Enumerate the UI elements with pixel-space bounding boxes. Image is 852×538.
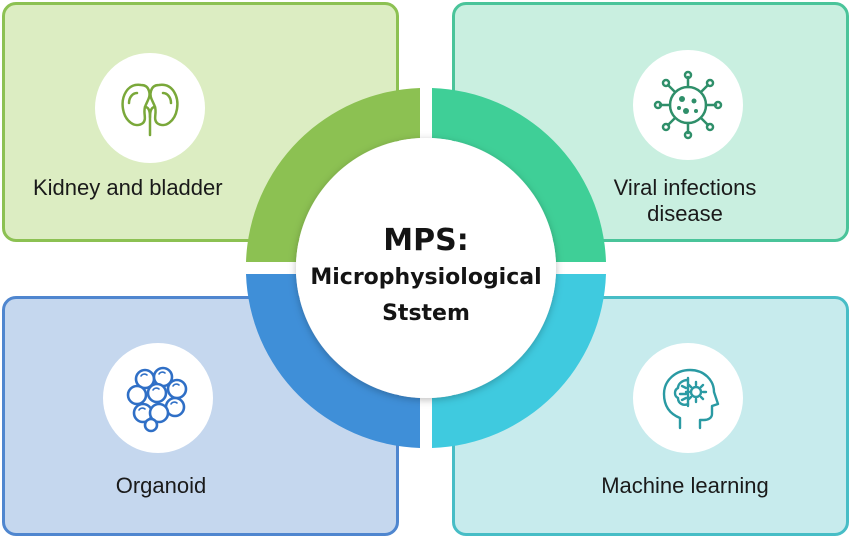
viral-infections-label: Viral infections disease <box>575 175 795 227</box>
ring-segment-blue <box>246 274 420 448</box>
kidney-bladder-label: Kidney and bladder <box>33 175 223 200</box>
virus-icon <box>653 70 723 140</box>
ml-icon-circle <box>633 343 743 453</box>
kidney-icon-circle <box>95 53 205 163</box>
virus-icon-circle <box>633 50 743 160</box>
center-title: MPS: Microphysiological Ststem <box>296 222 556 332</box>
brain-gear-head-icon <box>662 368 720 430</box>
center-title-line3: Ststem <box>382 301 470 326</box>
viral-infections-label-line2: disease <box>647 201 723 226</box>
viral-infections-label-line1: Viral infections <box>613 175 757 200</box>
ring-segment-green <box>246 88 420 262</box>
ring-segment-cyan <box>432 274 606 448</box>
organoid-label: Organoid <box>115 473 207 498</box>
organoid-icon-circle <box>103 343 213 453</box>
center-title-line2: Microphysiological <box>310 265 542 290</box>
center-title-line1: MPS: <box>383 223 469 258</box>
ring-segment-teal <box>432 88 606 262</box>
center-disk <box>296 138 556 398</box>
machine-learning-label: Machine learning <box>601 473 769 498</box>
organoid-cells-icon <box>126 366 188 433</box>
kidney-icon <box>121 83 179 137</box>
